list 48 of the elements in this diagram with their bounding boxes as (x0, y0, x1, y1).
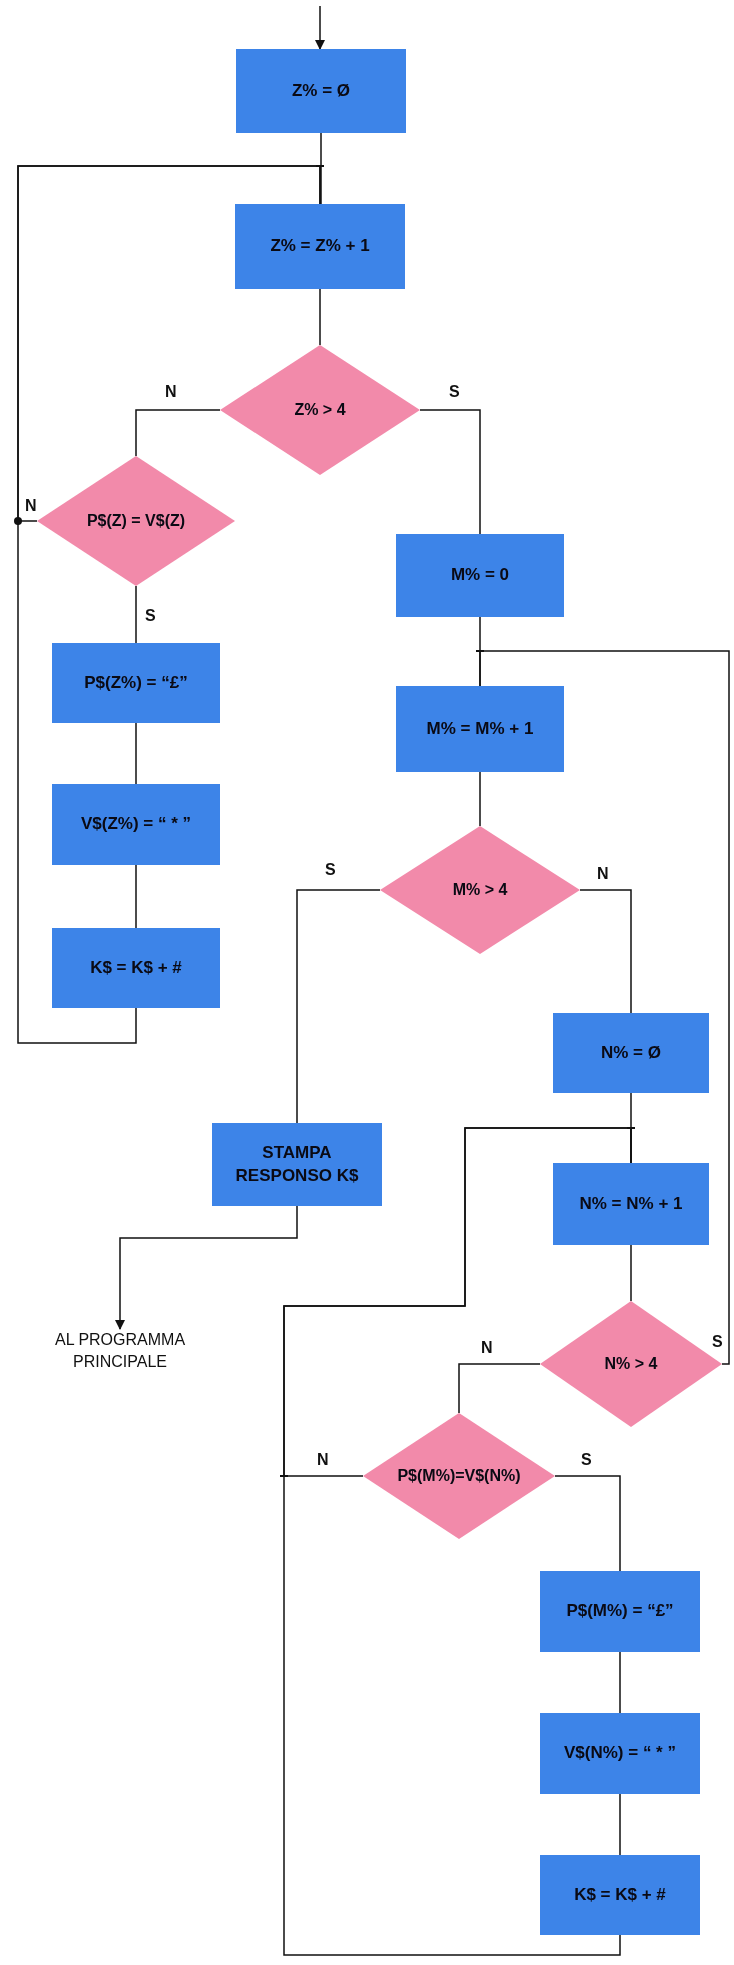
process-box: N% = Ø (553, 1013, 709, 1093)
connector-line (135, 409, 221, 457)
connector-line (419, 409, 481, 535)
connector-line (320, 132, 322, 205)
process-box: K$ = K$ + # (540, 1855, 700, 1935)
connector-line (479, 650, 730, 1365)
process-box: Z% = Ø (236, 49, 406, 133)
edge-label: N (164, 384, 178, 400)
process-box: Z% = Z% + 1 (235, 204, 405, 289)
connector-line (630, 1244, 632, 1302)
connector-line (619, 1793, 621, 1856)
process-box: V$(Z%) = “ * ” (52, 784, 220, 865)
connector-line (619, 1651, 621, 1714)
decision-diamond: Z% > 4 (220, 345, 420, 475)
edge-label: S (711, 1334, 724, 1350)
decision-diamond: P$(Z) = V$(Z) (37, 456, 235, 586)
edge-label: S (580, 1452, 593, 1468)
edge-label: N (24, 498, 38, 514)
arrow (115, 1205, 298, 1330)
connector-line (479, 771, 481, 827)
connector-line (135, 864, 137, 929)
process-box: STAMPA RESPONSO K$ (212, 1123, 382, 1206)
process-box: P$(M%) = “£” (540, 1571, 700, 1652)
process-box: M% = M% + 1 (396, 686, 564, 772)
connector-line (135, 722, 137, 785)
connector-line (579, 889, 632, 1014)
edge-label: N (316, 1452, 330, 1468)
connector-line (17, 165, 321, 1044)
edge-label: N (480, 1340, 494, 1356)
connector-line (283, 1127, 632, 1956)
process-box: N% = N% + 1 (553, 1163, 709, 1245)
connector-line (319, 288, 321, 346)
edge-label: N (596, 866, 610, 882)
process-box: M% = 0 (396, 534, 564, 617)
decision-diamond: M% > 4 (380, 826, 580, 954)
process-box: V$(N%) = “ * ” (540, 1713, 700, 1794)
connector-line (554, 1475, 621, 1572)
edge-label: S (448, 384, 461, 400)
decision-diamond: P$(M%)=V$(N%) (363, 1413, 555, 1539)
connector-line (296, 889, 381, 1124)
arrow (315, 5, 325, 50)
connector-line (458, 1363, 541, 1414)
terminal-text: AL PROGRAMMA PRINCIPALE (30, 1329, 210, 1374)
connector-line (135, 585, 137, 644)
edge-label: S (144, 608, 157, 624)
process-box: K$ = K$ + # (52, 928, 220, 1008)
edge-label: S (324, 862, 337, 878)
process-box: P$(Z%) = “£” (52, 643, 220, 723)
